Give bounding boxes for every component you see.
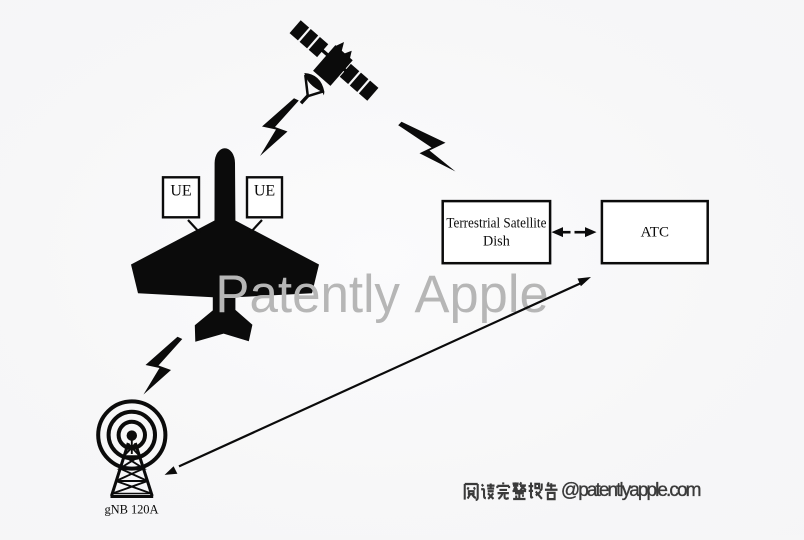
svg-text:UE: UE (254, 183, 275, 200)
svg-text:@patentlyapple.com: @patentlyapple.com (561, 480, 702, 501)
svg-text:gNB 120A: gNB 120A (105, 503, 159, 517)
svg-text:Terrestrial Satellite: Terrestrial Satellite (446, 216, 546, 232)
svg-text:Dish: Dish (483, 234, 510, 250)
svg-text:Apple: Apple (415, 265, 549, 324)
svg-text:Patently: Patently (215, 265, 400, 324)
svg-text:ATC: ATC (641, 225, 669, 241)
svg-text:UE: UE (170, 183, 191, 200)
